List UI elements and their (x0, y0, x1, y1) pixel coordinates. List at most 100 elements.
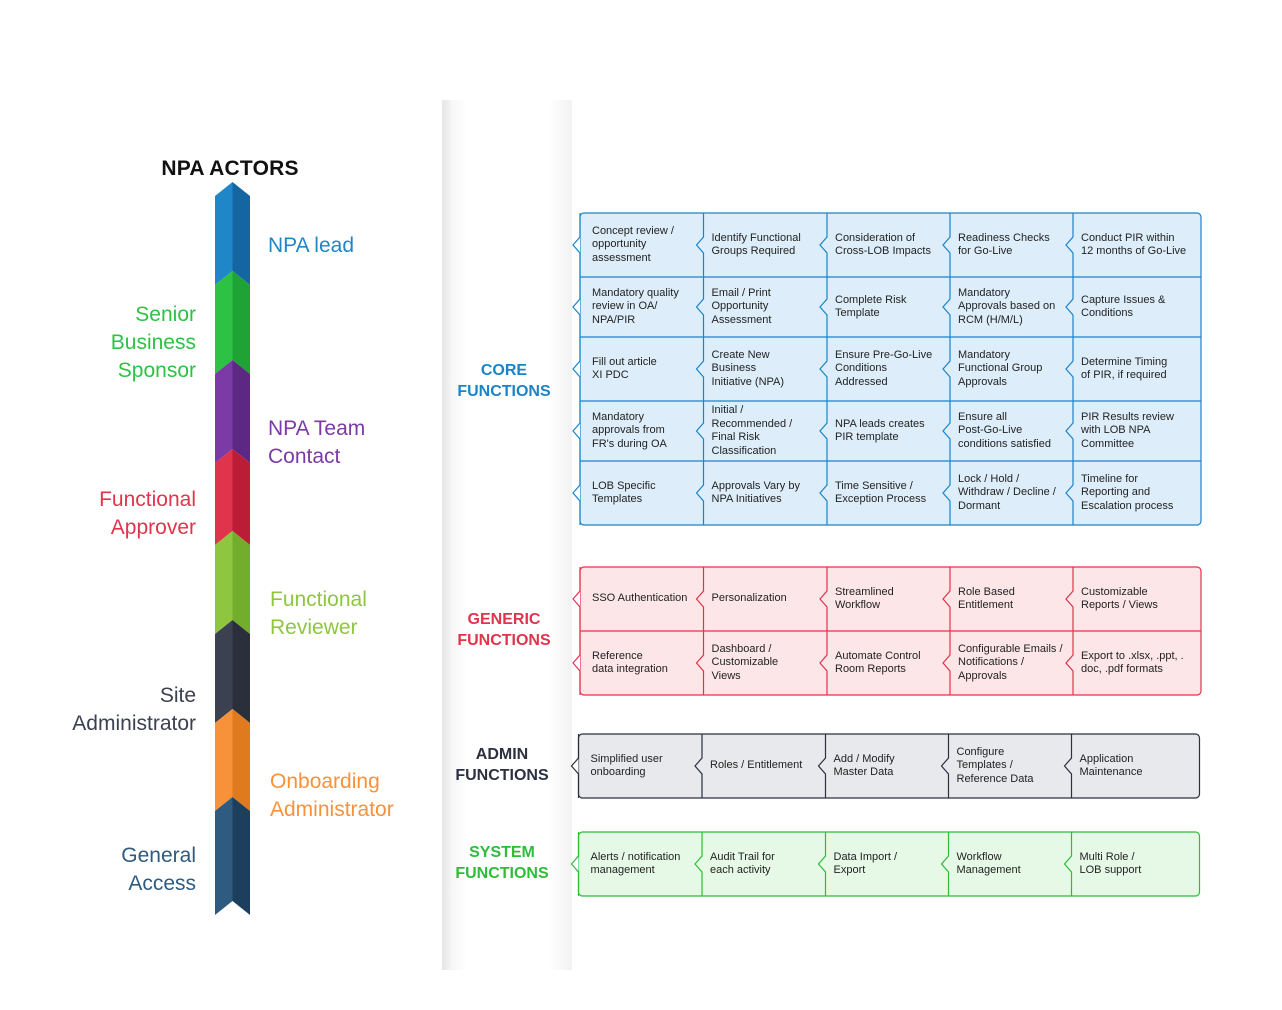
function-cell: Mandatory quality review in OA/ NPA/PIR (592, 286, 679, 326)
actor-segment-right (232, 620, 250, 723)
cell-notch-divider (819, 401, 828, 461)
actors-title: NPA ACTORS (161, 157, 299, 180)
function-cell: Export to .xlsx, .ppt, . doc, .pdf forma… (1081, 649, 1184, 676)
cell-notch-divider (695, 337, 705, 401)
row-notch (572, 461, 581, 525)
actor-segment-left (215, 449, 233, 545)
function-cell: Role Based Entitlement (958, 585, 1015, 612)
actor-segment-right (232, 271, 250, 374)
function-cell: Reference data integration (592, 649, 668, 676)
cell-notch-divider (1063, 734, 1073, 798)
cell-notch-divider (1065, 401, 1074, 461)
function-cell: SSO Authentication (592, 592, 688, 605)
row-notch (572, 213, 581, 277)
functions-panel-shadow (442, 100, 572, 970)
cell-notch-divider (819, 461, 828, 525)
function-cell: Fill out article XI PDC (592, 355, 657, 382)
row-notch (570, 832, 580, 896)
actor-segment-right (232, 709, 250, 811)
cell-notch-divider (819, 567, 828, 631)
cell-notch-divider (1065, 337, 1074, 401)
actor-label: General Access (121, 844, 196, 895)
function-cell: LOB Specific Templates (592, 479, 656, 506)
row-notch (572, 631, 581, 695)
cell-notch-divider (695, 461, 705, 525)
row-notch (572, 567, 581, 631)
cell-notch-divider (694, 832, 703, 896)
function-group-label: ADMIN FUNCTIONS (455, 746, 549, 784)
actor-segment-left (215, 620, 233, 723)
function-cell: Time Sensitive / Exception Process (835, 479, 927, 506)
cell-notch-divider (819, 213, 828, 277)
actor-segment-left (215, 182, 233, 285)
function-cell: Customizable Reports / Views (1081, 585, 1158, 612)
function-cell: Mandatory Approvals based on RCM (H/M/L) (958, 286, 1056, 326)
actor-segment-left (215, 709, 233, 811)
function-cell: NPA leads creates PIR template (835, 417, 925, 444)
cell-notch-divider (940, 832, 950, 896)
function-cell: PIR Results review with LOB NPA Committe… (1081, 410, 1174, 450)
function-cell: Capture Issues & Conditions (1081, 293, 1166, 320)
actor-label: Site Administrator (72, 684, 196, 735)
cell-notch-divider (1065, 277, 1074, 337)
actor-label: Onboarding Administrator (270, 770, 394, 821)
actor-segment-left (215, 797, 233, 915)
cell-notch-divider (817, 832, 827, 896)
function-cell: Add / Modify Master Data (833, 752, 895, 779)
function-cell: Configurable Emails / Notifications / Ap… (958, 642, 1063, 682)
cell-notch-divider (942, 213, 951, 277)
function-cell: Identify Functional Groups Required (711, 231, 801, 258)
cell-notch-divider (695, 567, 705, 631)
function-cell: Readiness Checks for Go-Live (958, 231, 1050, 258)
cell-notch-divider (695, 213, 705, 277)
cell-notch-divider (695, 401, 705, 461)
cell-notch-divider (942, 401, 951, 461)
actor-label: Functional Approver (99, 488, 196, 539)
row-notch (572, 401, 581, 461)
actor-segment-left (215, 271, 233, 374)
actor-segment-left (215, 531, 233, 634)
cell-notch-divider (1065, 213, 1074, 277)
actor-segment-right (232, 182, 250, 285)
cell-notch-divider (942, 337, 951, 401)
function-cell: Mandatory approvals from FR's during OA (592, 410, 667, 450)
actor-label: NPA Team Contact (268, 417, 366, 468)
function-cell: Audit Trail for each activity (710, 850, 775, 877)
cell-notch-divider (695, 277, 705, 337)
function-cell: Multi Role / LOB support (1079, 850, 1142, 877)
function-cell: Lock / Hold / Withdraw / Decline / Dorma… (958, 472, 1056, 512)
function-cell: Roles / Entitlement (710, 759, 803, 772)
cell-notch-divider (1065, 461, 1074, 525)
function-cell: Conduct PIR within 12 months of Go-Live (1081, 231, 1187, 258)
actor-segment-right (232, 797, 250, 915)
actor-segment-right (232, 531, 250, 634)
cell-notch-divider (1065, 631, 1074, 695)
row-notch (572, 277, 581, 337)
cell-notch-divider (819, 277, 828, 337)
actor-segment-left (215, 360, 233, 463)
cell-notch-divider (819, 631, 828, 695)
cell-notch-divider (942, 277, 951, 337)
row-notch (572, 337, 581, 401)
function-cell: Consideration of Cross-LOB Impacts (835, 231, 931, 258)
function-cell: Approvals Vary by NPA Initiatives (711, 479, 800, 506)
cell-notch-divider (819, 337, 828, 401)
function-cell: Configure Templates / Reference Data (956, 745, 1034, 785)
cell-notch-divider (942, 631, 951, 695)
function-cell: Automate Control Room Reports (835, 649, 921, 676)
function-cell: Application Maintenance (1079, 752, 1143, 779)
function-cell: Simplified user onboarding (590, 752, 663, 779)
function-cell: Determine Timing of PIR, if required (1081, 355, 1168, 382)
actor-label: Senior Business Sponsor (110, 303, 196, 382)
function-cell: Alerts / notification management (590, 850, 681, 877)
cell-notch-divider (940, 734, 950, 798)
cell-notch-divider (1065, 567, 1074, 631)
function-cell: Data Import / Export (833, 850, 898, 877)
cell-notch-divider (942, 567, 951, 631)
function-cell: Personalization (711, 592, 787, 605)
function-group-label: GENERIC FUNCTIONS (457, 611, 551, 649)
function-cell: Mandatory Functional Group Approvals (958, 348, 1043, 388)
function-cell: Streamlined Workflow (835, 585, 894, 612)
function-cell: Ensure Pre-Go-Live Conditions Addressed (835, 348, 933, 388)
